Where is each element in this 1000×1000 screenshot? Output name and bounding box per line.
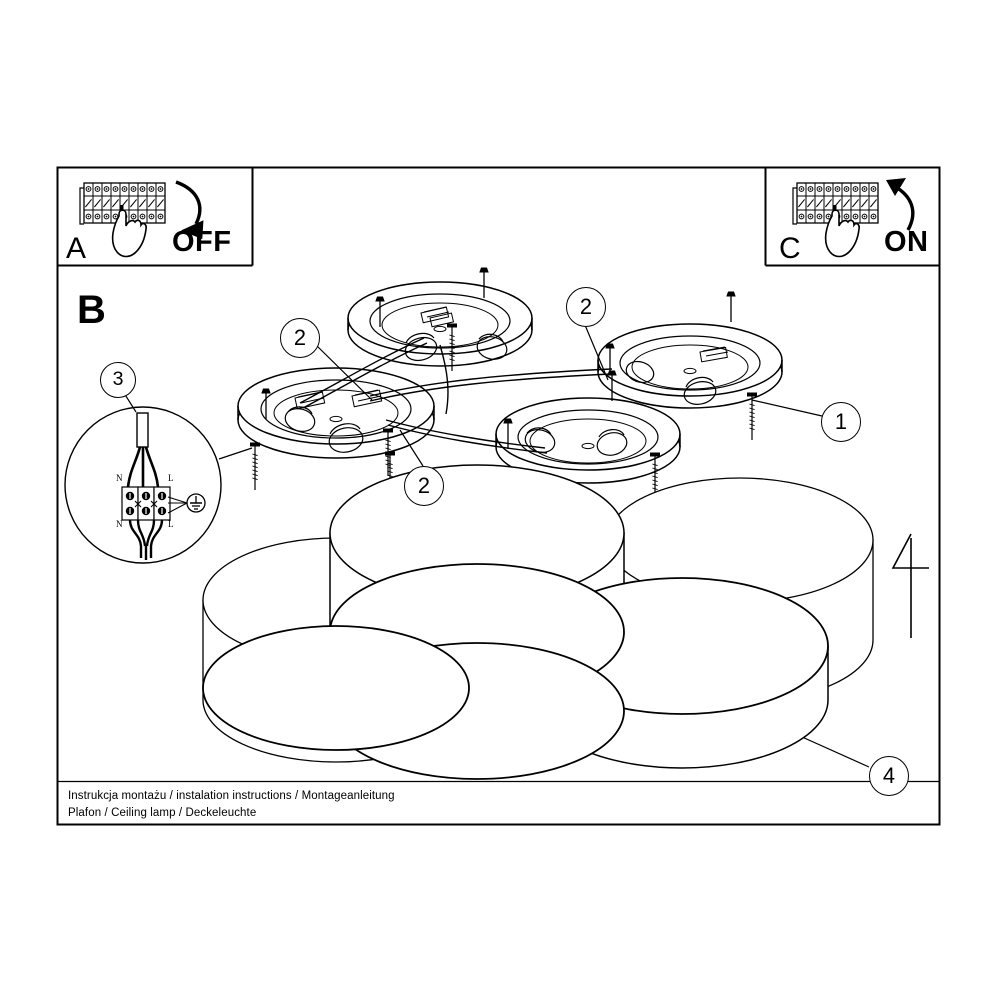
panel-a-letter: A	[66, 232, 87, 265]
leader-marker-4	[891, 533, 929, 638]
panel-c-letter: C	[779, 232, 801, 265]
mount-ring-front-left	[237, 367, 435, 491]
sheet-border	[56, 166, 941, 826]
callout-2-bottom: 2	[404, 466, 444, 506]
hand-pointing-icon-a	[111, 209, 147, 258]
arrow-down-curved-icon	[175, 180, 204, 240]
callout-2-top: 2	[566, 287, 606, 327]
exploded-assembly-view	[237, 267, 783, 501]
callout-3: 3	[100, 362, 136, 398]
caption-line-2: Plafon / Ceiling lamp / Deckeleuchte	[68, 807, 257, 819]
panel-a-state-label: OFF	[172, 226, 232, 258]
interconnect-cables	[299, 337, 613, 454]
terminal-label-live-bottom: L	[168, 519, 174, 529]
product-view-ceiling-lamp	[202, 464, 874, 780]
earth-ground-icon	[186, 493, 206, 513]
terminal-label-live-top: L	[168, 473, 174, 483]
arrow-up-curved-icon	[886, 178, 915, 231]
caption-line-1: Instrukcja montażu / instalation instruc…	[68, 790, 395, 802]
panel-c-state-label: ON	[884, 226, 929, 258]
callout-2-left: 2	[280, 318, 320, 358]
callout-4: 4	[869, 756, 909, 796]
mount-ring-back-top	[347, 267, 533, 372]
wiring-detail-circle	[64, 392, 253, 564]
mount-ring-right	[597, 291, 783, 441]
panel-b-letter: B	[77, 288, 106, 332]
hand-pointing-icon-c	[824, 209, 860, 258]
shade-front-left	[202, 625, 470, 751]
mount-ring-front-bottom	[384, 370, 681, 501]
callout-1: 1	[821, 402, 861, 442]
terminal-label-neutral-bottom: N	[116, 519, 123, 529]
terminal-label-neutral-top: N	[116, 473, 123, 483]
